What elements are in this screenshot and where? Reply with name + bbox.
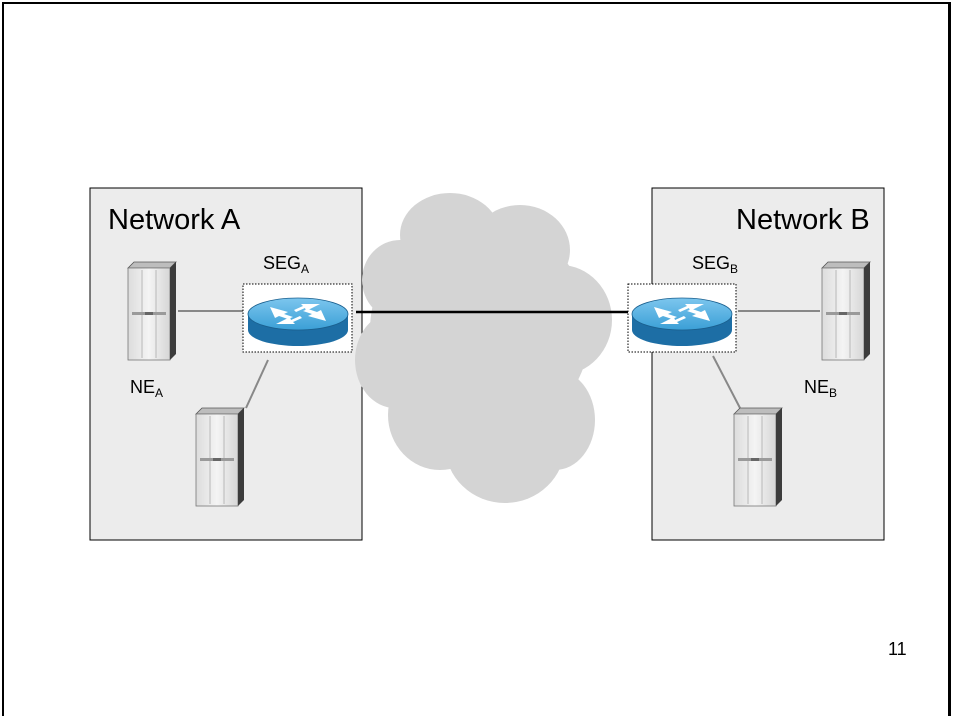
page-number: 11: [888, 639, 907, 659]
neb-server-icon: [821, 261, 871, 361]
network-b-title: Network B: [736, 204, 870, 236]
network-a-server-icon: [195, 407, 245, 507]
cloud-icon: [355, 193, 612, 503]
segb-router-icon: [631, 297, 733, 347]
segb-label: SEGB: [692, 253, 739, 276]
network-a-title: Network A: [108, 204, 241, 236]
sega-router-icon: [247, 297, 349, 347]
sega-label: SEGA: [263, 253, 310, 276]
nea-label: NEA: [130, 377, 164, 400]
nea-server-icon: [127, 261, 177, 361]
neb-label: NEB: [804, 377, 838, 400]
network-b-server-icon: [733, 407, 783, 507]
link-segb-server: [712, 355, 741, 409]
network-a-box: [89, 187, 363, 541]
link-sega-server: [245, 359, 269, 409]
